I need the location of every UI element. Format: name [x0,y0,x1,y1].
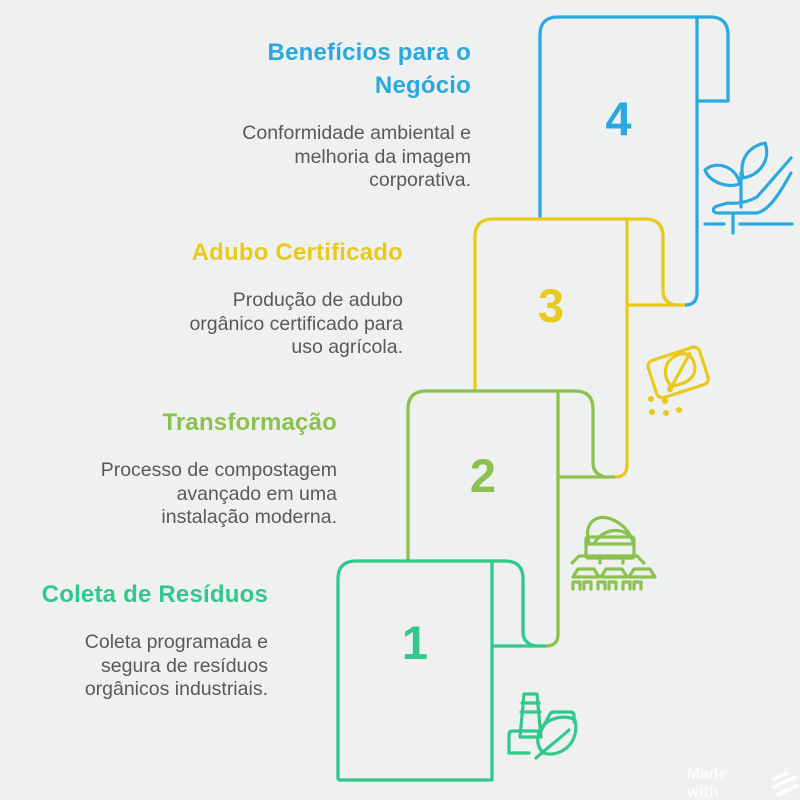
scroll-shape-step-4 [538,15,730,307]
step-2-title: Transformação [162,409,337,436]
step-2-number: 2 [469,449,497,502]
scroll-shape-step-2 [406,389,615,648]
sprout-hand-icon [703,141,794,235]
napkin-chevrons-icon [771,771,799,797]
step-2-description: Processo de compostagem avançado em uma … [100,459,337,528]
seed-bag-icon [646,345,710,416]
watermark-label: Made with [687,766,728,800]
compost-turner-icon [570,515,657,591]
factory-leaf-icon [507,692,578,760]
step-2-text-block: Transformação Processo de compostagem av… [37,406,337,530]
step-3-text-block: Adubo Certificado Produção de adubo orgâ… [103,236,403,360]
seed-dots [648,386,682,416]
step-3-description: Produção de adubo orgânico certificado p… [189,289,403,358]
step-3-number: 3 [537,279,565,332]
step-1-title: Coleta de Resíduos [41,581,268,608]
step-4-description: Conformidade ambiental e melhoria da ima… [242,122,471,191]
step-1-text-block: Coleta de Resíduos Coleta programada e s… [6,578,268,702]
step-4-title: Benefícios para o Negócio [267,39,471,99]
step-1-number: 1 [401,616,429,669]
scroll-shape-step-1 [336,559,546,782]
step-4-number: 4 [605,92,632,145]
made-with-watermark[interactable]: Made with [687,766,800,800]
scroll-shape-step-3 [473,217,685,479]
step-1-description: Coleta programada e segura de resíduos o… [84,631,268,700]
step-4-text-block: Benefícios para o Negócio Conformidade a… [171,36,471,193]
step-3-title: Adubo Certificado [191,239,403,266]
